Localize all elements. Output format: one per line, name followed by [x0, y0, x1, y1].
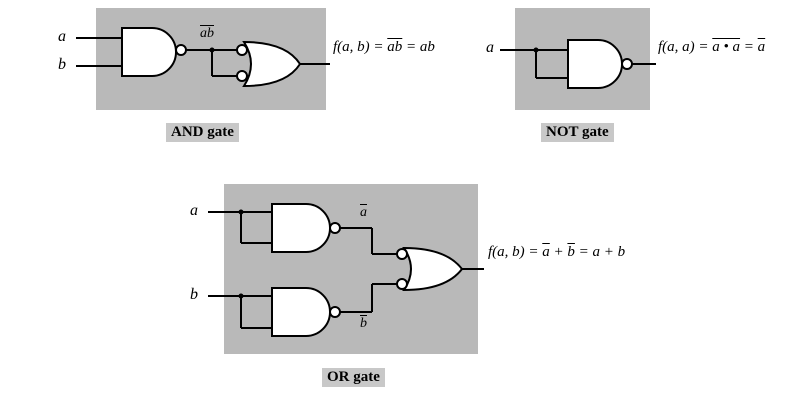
and-output-expression: f(a, b) = ab = ab — [333, 39, 435, 56]
nand-gate-bottom — [271, 287, 331, 337]
and-intermediate-label: ab — [200, 26, 214, 41]
and-input-b-label: b — [58, 56, 66, 73]
or-input-b-label: b — [190, 286, 198, 303]
and-input-a-label: a — [58, 28, 66, 45]
or-output-a: a — [542, 244, 550, 260]
not-output-expression: f(a, a) = a • a = a — [658, 39, 765, 56]
and-gate-circuit — [76, 27, 330, 88]
or-gate — [402, 246, 464, 292]
or-gate-circuit — [208, 203, 484, 337]
not-output-eq: = — [743, 39, 754, 55]
not-output-tail: a — [757, 39, 766, 55]
and-gate-caption: AND gate — [166, 123, 239, 142]
not-gate-circuit — [500, 39, 656, 89]
or-input-a-label: a — [190, 202, 198, 219]
or-output-prefix: f(a, b) = — [488, 244, 539, 260]
and-output-overlined: ab — [387, 39, 403, 55]
and-output-prefix: f(a, b) = — [333, 39, 384, 55]
and-output-suffix: = ab — [406, 39, 435, 55]
inversion-bubble — [621, 58, 633, 70]
nand-gate-top — [271, 203, 331, 253]
nand-gate — [121, 27, 177, 77]
not-gate-caption: NOT gate — [541, 123, 614, 142]
nand-gate — [567, 39, 623, 89]
or-output-suffix: = a + b — [578, 244, 626, 260]
inversion-bubble — [175, 44, 187, 56]
or-gate-caption: OR gate — [322, 368, 385, 387]
not-input-a-label: a — [486, 39, 494, 56]
or-output-expression: f(a, b) = a + b = a + b — [488, 244, 625, 261]
or-output-b: b — [567, 244, 575, 260]
not-output-overlined: a • a — [712, 39, 741, 55]
or-not-b-label: b — [360, 316, 367, 331]
or-gate — [242, 40, 302, 88]
not-output-prefix: f(a, a) = — [658, 39, 709, 55]
or-output-plus: + — [553, 244, 564, 260]
or-not-a-label: a — [360, 205, 367, 220]
